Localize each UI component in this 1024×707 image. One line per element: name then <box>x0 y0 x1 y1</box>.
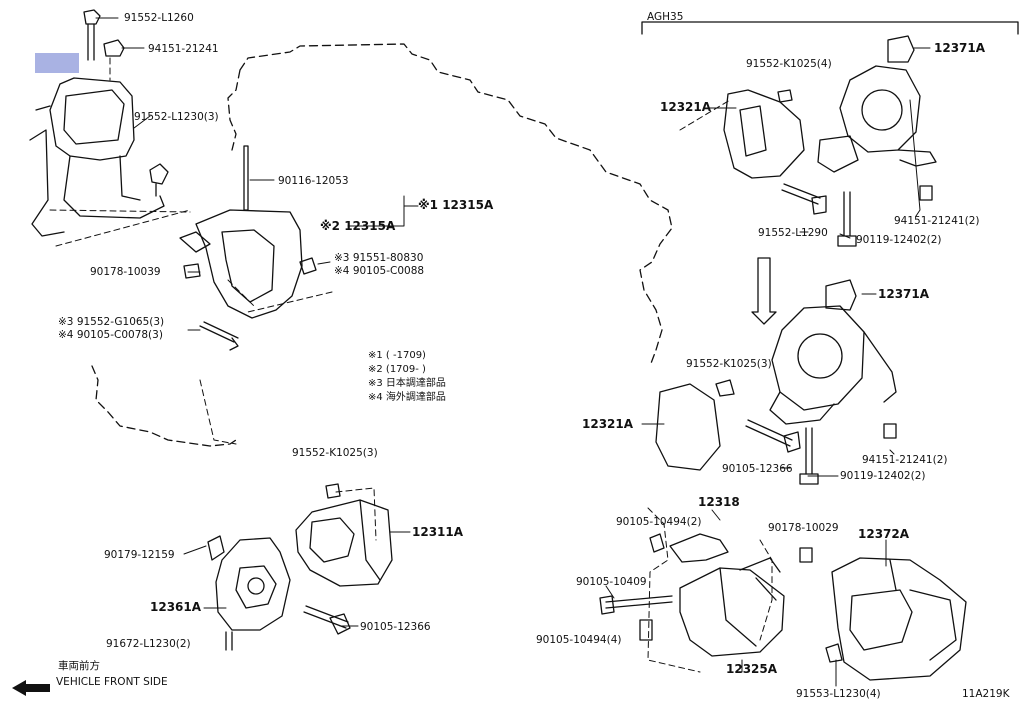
label-12315a-1[interactable]: ※1 12315A <box>418 198 494 212</box>
label-91551-80830[interactable]: ※3 91551-80830 <box>334 252 424 264</box>
label-90119-12402-2-b[interactable]: 90119-12402(2) <box>840 470 926 482</box>
label-91672-l1230-2[interactable]: 91672-L1230(2) <box>106 638 191 650</box>
front-label-en: VEHICLE FRONT SIDE <box>56 676 168 688</box>
lower-right-brackets <box>599 533 967 681</box>
label-91552-k1025-3-a[interactable]: 91552-K1025(3) <box>292 447 378 459</box>
label-12318[interactable]: 12318 <box>698 495 740 509</box>
label-12372a[interactable]: 12372A <box>858 527 910 541</box>
label-91553-l1230-4[interactable]: 91553-L1230(4) <box>796 688 881 700</box>
middle-right-mount <box>655 279 897 485</box>
note-1: ※1 ( -1709) <box>368 350 426 361</box>
label-90119-12402-2-a[interactable]: 90119-12402(2) <box>856 234 942 246</box>
left-mount-assembly <box>29 9 169 237</box>
label-90116-12053[interactable]: 90116-12053 <box>278 175 349 187</box>
label-90179-12159[interactable]: 90179-12159 <box>104 549 175 561</box>
selected-part-highlight[interactable] <box>35 53 79 73</box>
label-94151-21241-2-b[interactable]: 94151-21241(2) <box>862 454 948 466</box>
label-94151-21241[interactable]: 94151-21241 <box>148 43 219 55</box>
upper-right-mount <box>723 35 937 247</box>
label-91552-k1025-3-b[interactable]: 91552-K1025(3) <box>686 358 772 370</box>
note-2: ※2 (1709- ) <box>368 364 426 375</box>
agh35-bracket <box>641 21 1019 35</box>
label-90105-c0088[interactable]: ※4 90105-C0088 <box>334 265 425 277</box>
label-91552-l1290[interactable]: 91552-L1290 <box>758 227 828 239</box>
label-12315a-2[interactable]: ※2 12315A <box>320 219 396 233</box>
label-90105-12366-b[interactable]: 90105-12366 <box>722 463 793 475</box>
label-91552-l1260[interactable]: 91552-L1260 <box>124 12 194 24</box>
label-12325a[interactable]: 12325A <box>726 662 778 676</box>
note-3: ※3 日本調達部品 <box>368 378 446 389</box>
label-91552-g1065-3[interactable]: ※3 91552-G1065(3) <box>58 316 165 328</box>
label-91552-k1025-4[interactable]: 91552-K1025(4) <box>746 58 832 70</box>
label-90178-10029[interactable]: 90178-10029 <box>768 522 839 534</box>
label-12321a-top[interactable]: 12321A <box>660 100 712 114</box>
label-90105-10494-4[interactable]: 90105-10494(4) <box>536 634 622 646</box>
label-12371a-top[interactable]: 12371A <box>934 41 986 55</box>
label-90105-c0078-3[interactable]: ※4 90105-C0078(3) <box>58 329 163 341</box>
front-label-jp: 車両前方 <box>58 660 100 672</box>
label-94151-21241-2-a[interactable]: 94151-21241(2) <box>894 215 980 227</box>
label-90105-12366-a[interactable]: 90105-12366 <box>360 621 431 633</box>
direction-arrow <box>751 257 777 325</box>
label-90178-10039[interactable]: 90178-10039 <box>90 266 161 278</box>
diagram-code: 11A219K <box>962 688 1010 700</box>
label-90105-10409[interactable]: 90105-10409 <box>576 576 647 588</box>
note-4: ※4 海外調達部品 <box>368 392 446 403</box>
leader-lines <box>95 17 931 687</box>
front-arrow <box>12 680 50 696</box>
label-91552-l1230-3[interactable]: 91552-L1230(3) <box>134 111 219 123</box>
center-bracket-12315a <box>179 145 317 351</box>
label-12371a-mid[interactable]: 12371A <box>878 287 930 301</box>
label-agh35: AGH35 <box>647 11 684 23</box>
mount-12361a <box>207 535 351 651</box>
label-90105-10494-2[interactable]: 90105-10494(2) <box>616 516 702 528</box>
label-12311a[interactable]: 12311A <box>412 525 464 539</box>
mount-12311a <box>295 483 393 587</box>
engine-outline <box>91 43 673 447</box>
label-12361a[interactable]: 12361A <box>150 600 202 614</box>
label-12321a-mid[interactable]: 12321A <box>582 417 634 431</box>
